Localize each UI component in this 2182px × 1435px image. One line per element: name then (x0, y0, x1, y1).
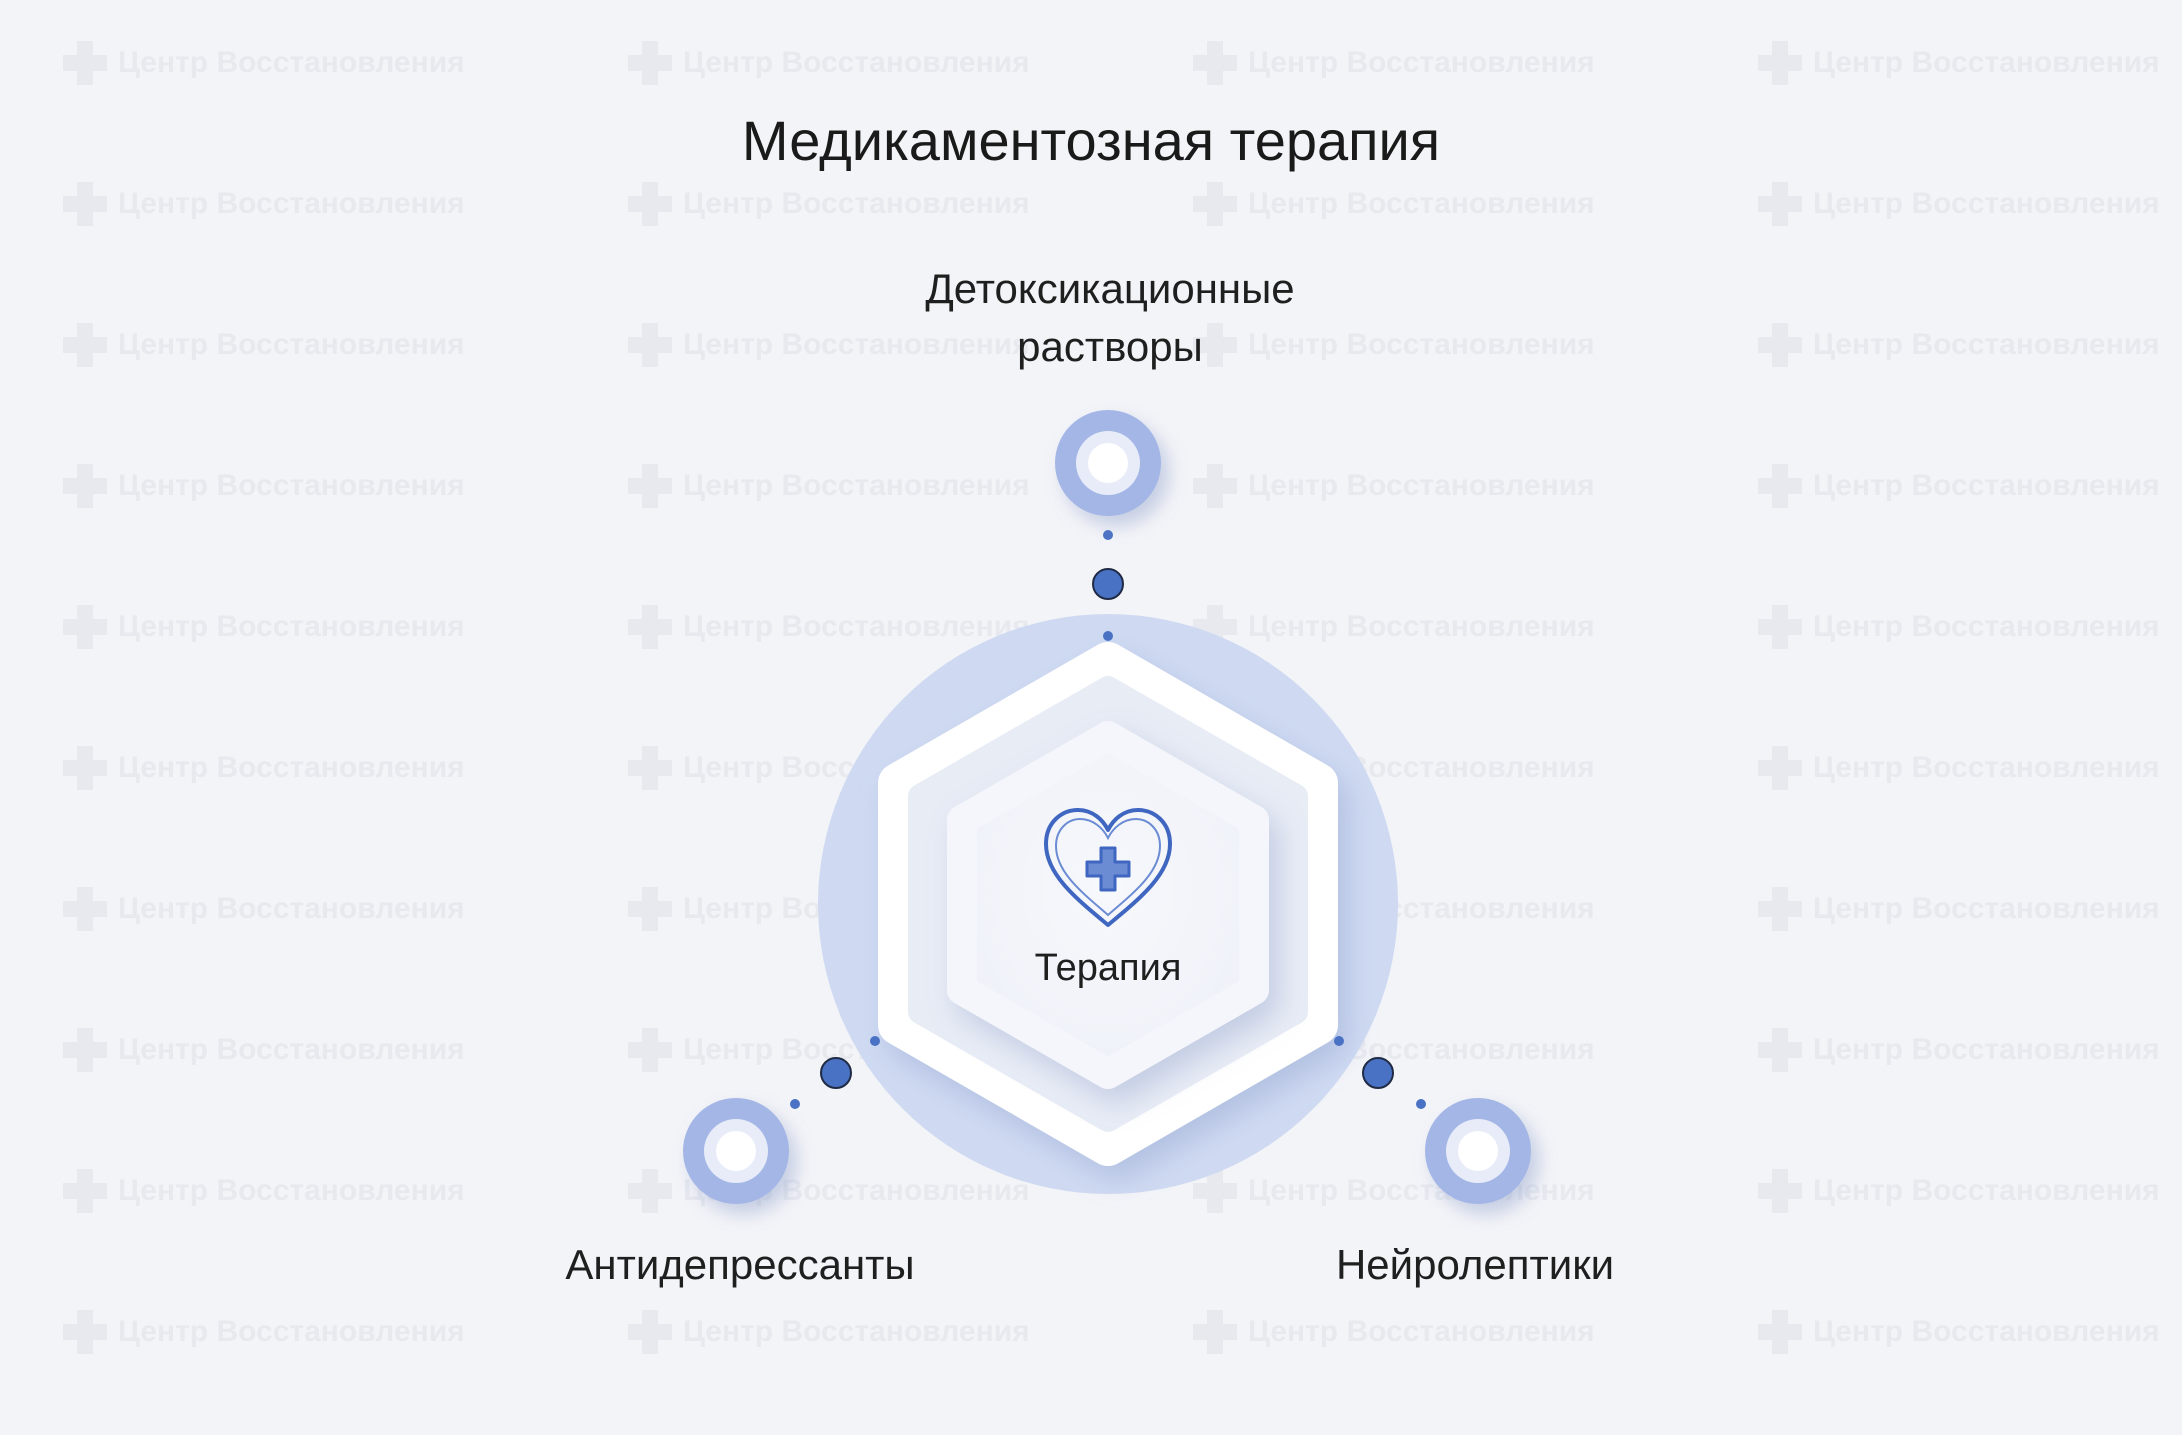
watermark-text: Центр Восстановления (118, 610, 465, 643)
watermark-item: Центр Восстановления (625, 461, 1030, 511)
watermark-text: Центр Восстановления (1813, 328, 2160, 361)
watermark-text: Центр Восстановления (1813, 892, 2160, 925)
connector-top-dot-main (1092, 568, 1124, 600)
connector-right-dot-outer (1416, 1099, 1426, 1109)
watermark-item: Центр Восстановления (60, 179, 465, 229)
watermark-text: Центр Восстановления (118, 1315, 465, 1348)
watermark-item: Центр Восстановления (60, 743, 465, 793)
watermark-text: Центр Восстановления (1248, 1174, 1595, 1207)
watermark-text: Центр Восстановления (683, 469, 1030, 502)
node-ring-detox (1055, 410, 1161, 516)
watermark-text: Центр Восстановления (1813, 1033, 2160, 1066)
watermark-text: Центр Восстановления (1813, 469, 2160, 502)
watermark-item: Центр Восстановления (1190, 38, 1595, 88)
watermark-item: Центр Восстановления (60, 1166, 465, 1216)
page-title: Медикаментозная терапия (741, 109, 1441, 172)
watermark-item: Центр Восстановления (1190, 179, 1595, 229)
node-label-detox-line2: растворы (1017, 323, 1203, 370)
watermark-item: Центр Восстановления (60, 461, 465, 511)
watermark-item: Центр Восстановления (1755, 320, 2160, 370)
watermark-item: Центр Восстановления (60, 1307, 465, 1357)
watermark-text: Центр Восстановления (1248, 328, 1595, 361)
center-label: Терапия (1035, 947, 1182, 989)
watermark-text: Центр Восстановления (683, 46, 1030, 79)
watermark-item: Центр Восстановления (625, 38, 1030, 88)
connector-left-dot-outer (790, 1099, 800, 1109)
watermark-text: Центр Восстановления (1248, 610, 1595, 643)
watermark-item: Центр Восстановления (625, 320, 1030, 370)
watermark-text: Центр Восстановления (683, 328, 1030, 361)
watermark-item: Центр Восстановления (1190, 320, 1595, 370)
watermark-item: Центр Восстановления (625, 602, 1030, 652)
watermark-text: Центр Восстановления (1813, 46, 2160, 79)
watermark-text: Центр Восстановления (1813, 1315, 2160, 1348)
hexagon-inner (947, 721, 1269, 1089)
connector-right-dot-inner (1334, 1036, 1344, 1046)
watermark-text: Центр Восстановления (118, 328, 465, 361)
watermark-item: Центр Восстановления (60, 884, 465, 934)
watermark-text: Центр Восстановления (1813, 751, 2160, 784)
connector-top-dot-inner (1103, 631, 1113, 641)
connector-left (790, 1036, 880, 1109)
watermark-item: Центр Восстановления (1755, 1025, 2160, 1075)
watermark-text: Центр Восстановления (118, 187, 465, 220)
watermark-text: Центр Восстановления (1248, 469, 1595, 502)
node-ring-antidepressants (683, 1098, 789, 1204)
watermark-item: Центр Восстановления (1190, 461, 1595, 511)
watermark-text: Центр Восстановления (1248, 187, 1595, 220)
watermark-text: Центр Восстановления (683, 1315, 1030, 1348)
node-label-detox: Детоксикационные растворы (820, 260, 1400, 376)
watermark-text: Центр Восстановления (1248, 1315, 1595, 1348)
watermark-item: Центр Восстановления (1755, 743, 2160, 793)
connector-top (1092, 530, 1124, 641)
watermark-item: Центр Восстановления (1755, 461, 2160, 511)
connector-left-dot-inner (870, 1036, 880, 1046)
watermark-item: Центр Восстановления (625, 179, 1030, 229)
watermark-text: Центр Восстановления (1813, 610, 2160, 643)
node-label-antidepressants: Антидепрессанты (565, 1241, 915, 1288)
watermark-item: Центр Восстановления (60, 38, 465, 88)
heart-cross-icon (1044, 808, 1172, 927)
watermark-item: Центр Восстановления (1190, 1166, 1595, 1216)
watermark-item: Центр Восстановления (60, 602, 465, 652)
watermark-item: Центр Восстановления (1755, 179, 2160, 229)
watermark-item: Центр Восстановления (1190, 602, 1595, 652)
watermark-text: Центр Восстановления (1813, 1174, 2160, 1207)
node-label-detox-line1: Детоксикационные (925, 265, 1295, 312)
watermark-item: Центр Восстановления (625, 1307, 1030, 1357)
connector-top-dot-outer (1103, 530, 1113, 540)
watermark-text: Центр Восстановления (118, 46, 465, 79)
watermark-item: Центр Восстановления (60, 1025, 465, 1075)
node-ring-neuroleptics (1425, 1098, 1531, 1204)
watermark-text: Центр Восстановления (683, 187, 1030, 220)
watermark-item: Центр Восстановления (1190, 1307, 1595, 1357)
watermark-item: Центр Восстановления (1755, 602, 2160, 652)
watermark-item: Центр Восстановления (1755, 1307, 2160, 1357)
watermark-item: Центр Восстановления (60, 320, 465, 370)
watermark-text: Центр Восстановления (118, 751, 465, 784)
connector-left-dot-main (820, 1057, 852, 1089)
watermark-text: Центр Восстановления (118, 1174, 465, 1207)
watermark-item: Центр Восстановления (1755, 38, 2160, 88)
watermark-item: Центр Восстановления (1755, 1166, 2160, 1216)
connector-right (1334, 1036, 1426, 1109)
watermark-item: Центр Восстановления (1755, 884, 2160, 934)
watermark-text: Центр Восстановления (683, 610, 1030, 643)
watermark-text: Центр Восстановления (118, 469, 465, 502)
watermark-text: Центр Восстановления (118, 892, 465, 925)
node-label-neuroleptics: Нейролептики (1335, 1241, 1615, 1288)
watermark-text: Центр Восстановления (1813, 187, 2160, 220)
connector-right-dot-main (1362, 1057, 1394, 1089)
watermark-text: Центр Восстановления (118, 1033, 465, 1066)
watermark-text: Центр Восстановления (1248, 46, 1595, 79)
